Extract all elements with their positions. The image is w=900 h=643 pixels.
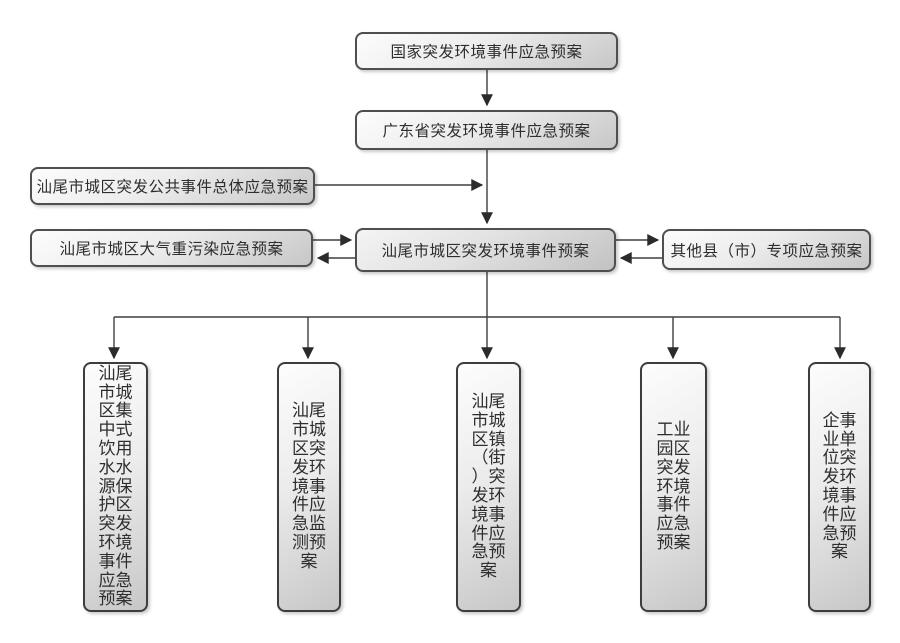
node-industrial-park-plan: 工业园区突发环境事件应急预案 [640,362,707,612]
node-other-counties-special-plan-label: 其他县（市）专项应急预案 [670,242,863,260]
node-air-pollution-plan: 汕尾市城区大气重污染应急预案 [30,229,313,267]
node-industrial-park-plan-label: 工业园区突发环境事件应急预案 [656,420,691,552]
node-enterprise-unit-plan-label: 企事业单位突发环境事件应急预案 [822,410,857,562]
node-emergency-monitoring-plan-label: 汕尾市城区突发环境事件应急监测预案 [292,401,326,571]
node-guangdong-province-plan: 广东省突发环境事件应急预案 [355,110,618,150]
node-city-overall-public-emergency-plan: 汕尾市城区突发公共事件总体应急预案 [30,167,315,205]
node-enterprise-unit-plan: 企事业单位突发环境事件应急预案 [808,362,871,612]
node-air-pollution-plan-label: 汕尾市城区大气重污染应急预案 [59,241,284,258]
node-city-overall-public-emergency-plan-label: 汕尾市城区突发公共事件总体应急预案 [36,179,309,196]
node-guangdong-province-plan-label: 广东省突发环境事件应急预案 [382,123,591,140]
node-town-street-plan: 汕尾市城区镇（街）突发环境事件应急预案 [456,362,521,612]
node-city-environment-incident-plan: 汕尾市城区突发环境事件预案 [355,228,616,272]
node-town-street-plan-label: 汕尾市城区镇（街）突发环境事件应急预案 [471,392,506,581]
node-national-plan-label: 国家突发环境事件应急预案 [390,44,583,61]
node-emergency-monitoring-plan: 汕尾市城区突发环境事件应急监测预案 [277,362,341,612]
node-city-environment-incident-plan-label: 汕尾市城区突发环境事件预案 [381,243,590,260]
node-national-plan: 国家突发环境事件应急预案 [355,32,618,70]
node-drinking-water-source-plan-label: 汕尾市城区集中式饮用水水源保护区突发环境事件应急预案 [98,363,133,609]
node-drinking-water-source-plan: 汕尾市城区集中式饮用水水源保护区突发环境事件应急预案 [83,362,148,612]
node-other-counties-special-plan: 其他县（市）专项应急预案 [662,229,871,270]
